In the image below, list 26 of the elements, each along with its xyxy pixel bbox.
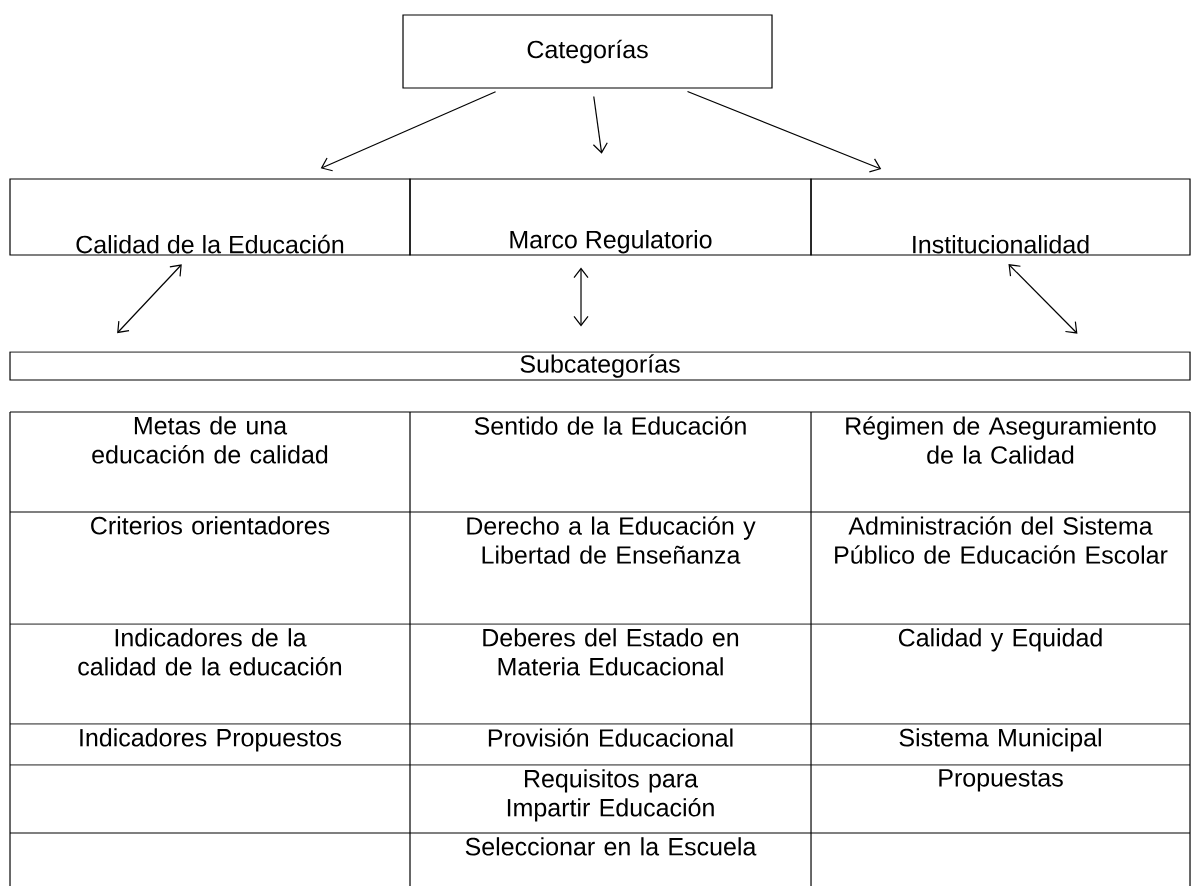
- table-cell: Criterios orientadores: [91, 516, 330, 535]
- table-cell: Indicadores de la calidad de la educación: [78, 628, 341, 676]
- table-cell: Calidad y Equidad: [898, 628, 1102, 652]
- table-cell: Provisión Educacional: [488, 728, 733, 747]
- table-cell: Requisitos para Impartir Educación: [507, 769, 714, 822]
- table-cell: Régimen de Aseguramiento de la Calidad: [846, 416, 1156, 464]
- table-cell: Indicadores Propuestos: [80, 728, 342, 752]
- table-cell: Administración del Sistema Público de Educación Escolar: [835, 516, 1168, 564]
- table-cell: Deberes del Estado en Materia Educacional: [483, 628, 739, 676]
- category-cell: Marco Regulatorio: [409, 178, 812, 256]
- arrow: [686, 90, 882, 173]
- table-cell: Sentido de la Educación: [474, 416, 746, 435]
- table-cell: Derecho a la Educación y Libertad de Enseñanza: [467, 516, 756, 564]
- table-cell: Propuestas: [939, 769, 1063, 792]
- subcategory-bar: Subcategorías: [9, 351, 1191, 381]
- category-cell: Institucionalidad: [810, 178, 1191, 256]
- category-cell: Calidad de la Educación: [9, 178, 411, 256]
- category-box: Categorías: [402, 14, 773, 89]
- arrow: [592, 95, 608, 154]
- arrow: [117, 264, 182, 334]
- table-cell: Metas de una educación de calidad: [92, 416, 328, 464]
- arrow: [320, 91, 497, 172]
- table-cell: Seleccionar en la Escuela: [465, 837, 757, 856]
- arrow: [1008, 264, 1078, 334]
- table-cell: Sistema Municipal: [899, 728, 1101, 752]
- arrow: [573, 267, 589, 327]
